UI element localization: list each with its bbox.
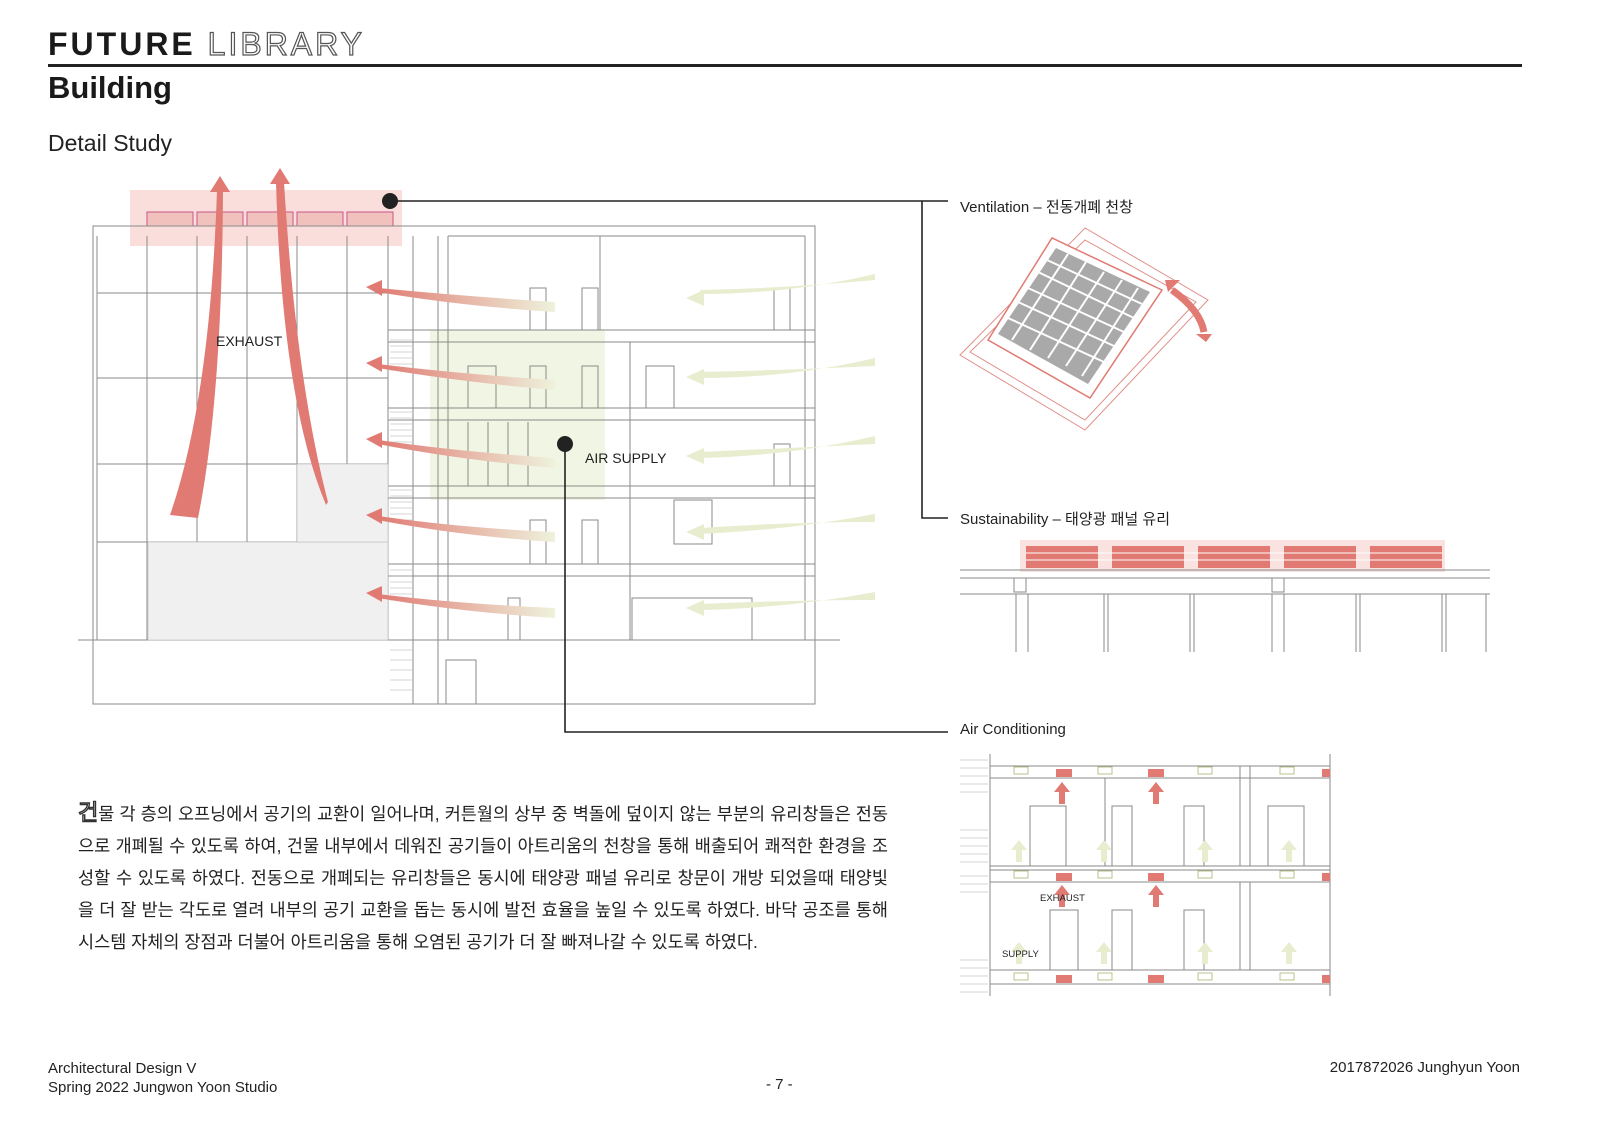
callout-lines (390, 200, 948, 733)
page-subtitle: Building (48, 70, 172, 105)
course-name: Architectural Design V (48, 1060, 197, 1077)
callout-dot-air-supply (557, 436, 573, 452)
project-title-outline: LIBRARY (207, 25, 366, 62)
project-title-main: FUTURE (48, 26, 196, 62)
page-number: - 7 - (766, 1076, 793, 1093)
brick-wall-upper (296, 463, 389, 543)
skylight-panels (146, 211, 394, 227)
supply-highlight (430, 330, 605, 500)
studio-name: Spring 2022 Jungwon Yoon Studio (48, 1079, 278, 1096)
drop-cap: 건 (78, 800, 99, 826)
description-paragraph: 건물 각 층의 오프닝에서 공기의 교환이 일어나며, 커튼월의 상부 중 벽돌… (78, 797, 888, 958)
project-title: FUTURE LIBRARY (48, 25, 366, 63)
ac-detail (960, 754, 1331, 996)
sustainability-callout: Sustainability – 태양광 패널 유리 (960, 511, 1170, 528)
ventilation-detail (959, 227, 1212, 431)
brick-wall (147, 541, 389, 641)
footer-left: Architectural Design V Spring 2022 Jungw… (48, 1059, 277, 1097)
exhaust-arrowhead-1 (210, 176, 230, 192)
exhaust-label: EXHAUST (216, 333, 283, 349)
ac-supply-label: SUPPLY (1002, 949, 1039, 960)
stair-hatch (390, 339, 412, 691)
supply-arrowhead-1 (686, 290, 704, 306)
sustainability-detail (960, 540, 1490, 652)
ac-exhaust-arrows (1054, 782, 1164, 907)
ventilation-callout: Ventilation – 전동개폐 천창 (960, 199, 1133, 216)
exhaust-arrowhead-2 (270, 168, 290, 184)
air-conditioning-callout: Air Conditioning (960, 721, 1066, 738)
ac-supply-arrows (1011, 840, 1297, 964)
inflow-arrows (366, 280, 555, 618)
author-id: 2017872026 Junghyun Yoon (1329, 1059, 1520, 1076)
ac-vents (1013, 766, 1330, 983)
section-title: Detail Study (48, 130, 173, 156)
header-rule (48, 64, 1522, 67)
exhaust-arrows (170, 168, 328, 518)
supply-arrows (686, 274, 875, 616)
air-supply-label: AIR SUPPLY (585, 450, 667, 466)
ac-exhaust-label: EXHAUST (1040, 893, 1085, 904)
callout-dot-ventilation (382, 193, 398, 209)
description-text: 물 각 층의 오프닝에서 공기의 교환이 일어나며, 커튼월의 상부 중 벽돌에… (78, 804, 888, 952)
